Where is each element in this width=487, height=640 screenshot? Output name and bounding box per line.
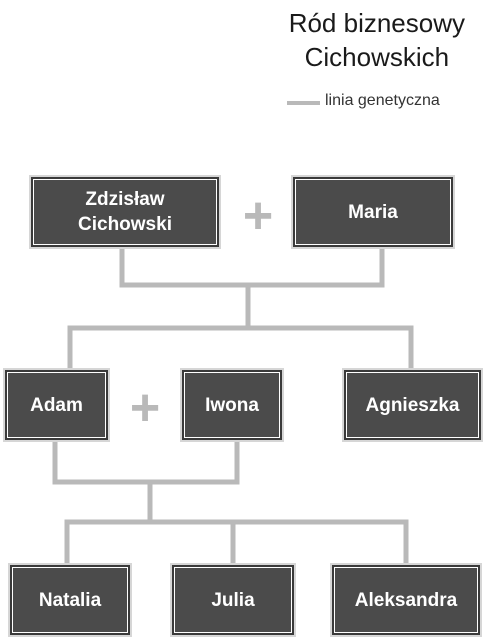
couple-plus-gen1: + xyxy=(242,187,274,245)
person-name-line-2: Cichowski xyxy=(78,214,172,235)
title-line-2: Cichowskich xyxy=(304,42,450,72)
legend-label: linia genetyczna xyxy=(325,92,440,109)
person-name: Adam xyxy=(30,394,83,416)
person-box-agnieszka: Agnieszka xyxy=(342,368,483,442)
couple-connector-gen2 xyxy=(52,437,240,485)
person-name: Iwona xyxy=(205,394,259,416)
diagram-title: Ród biznesowy Cichowskich xyxy=(289,6,465,74)
person-name: Aleksandra xyxy=(354,589,458,611)
person-name: Julia xyxy=(211,589,255,611)
person-name: Maria xyxy=(348,201,398,223)
person-box-zdzislaw: Zdzisław Cichowski xyxy=(29,175,221,249)
person-name: Natalia xyxy=(38,589,102,611)
person-box-julia: Julia xyxy=(170,563,296,637)
person-box-natalia: Natalia xyxy=(8,563,132,637)
person-box-aleksandra: Aleksandra xyxy=(330,563,482,637)
person-name: Agnieszka xyxy=(365,394,460,416)
person-box-adam: Adam xyxy=(3,368,110,442)
person-box-iwona: Iwona xyxy=(180,368,284,442)
person-name-line-1: Zdzisław xyxy=(85,189,165,210)
couple-connector-gen1 xyxy=(119,245,385,288)
person-box-maria: Maria xyxy=(291,175,455,249)
couple-plus-gen2: + xyxy=(129,379,161,437)
title-line-1: Ród biznesowy xyxy=(288,8,465,38)
legend-line-swatch xyxy=(287,101,320,105)
